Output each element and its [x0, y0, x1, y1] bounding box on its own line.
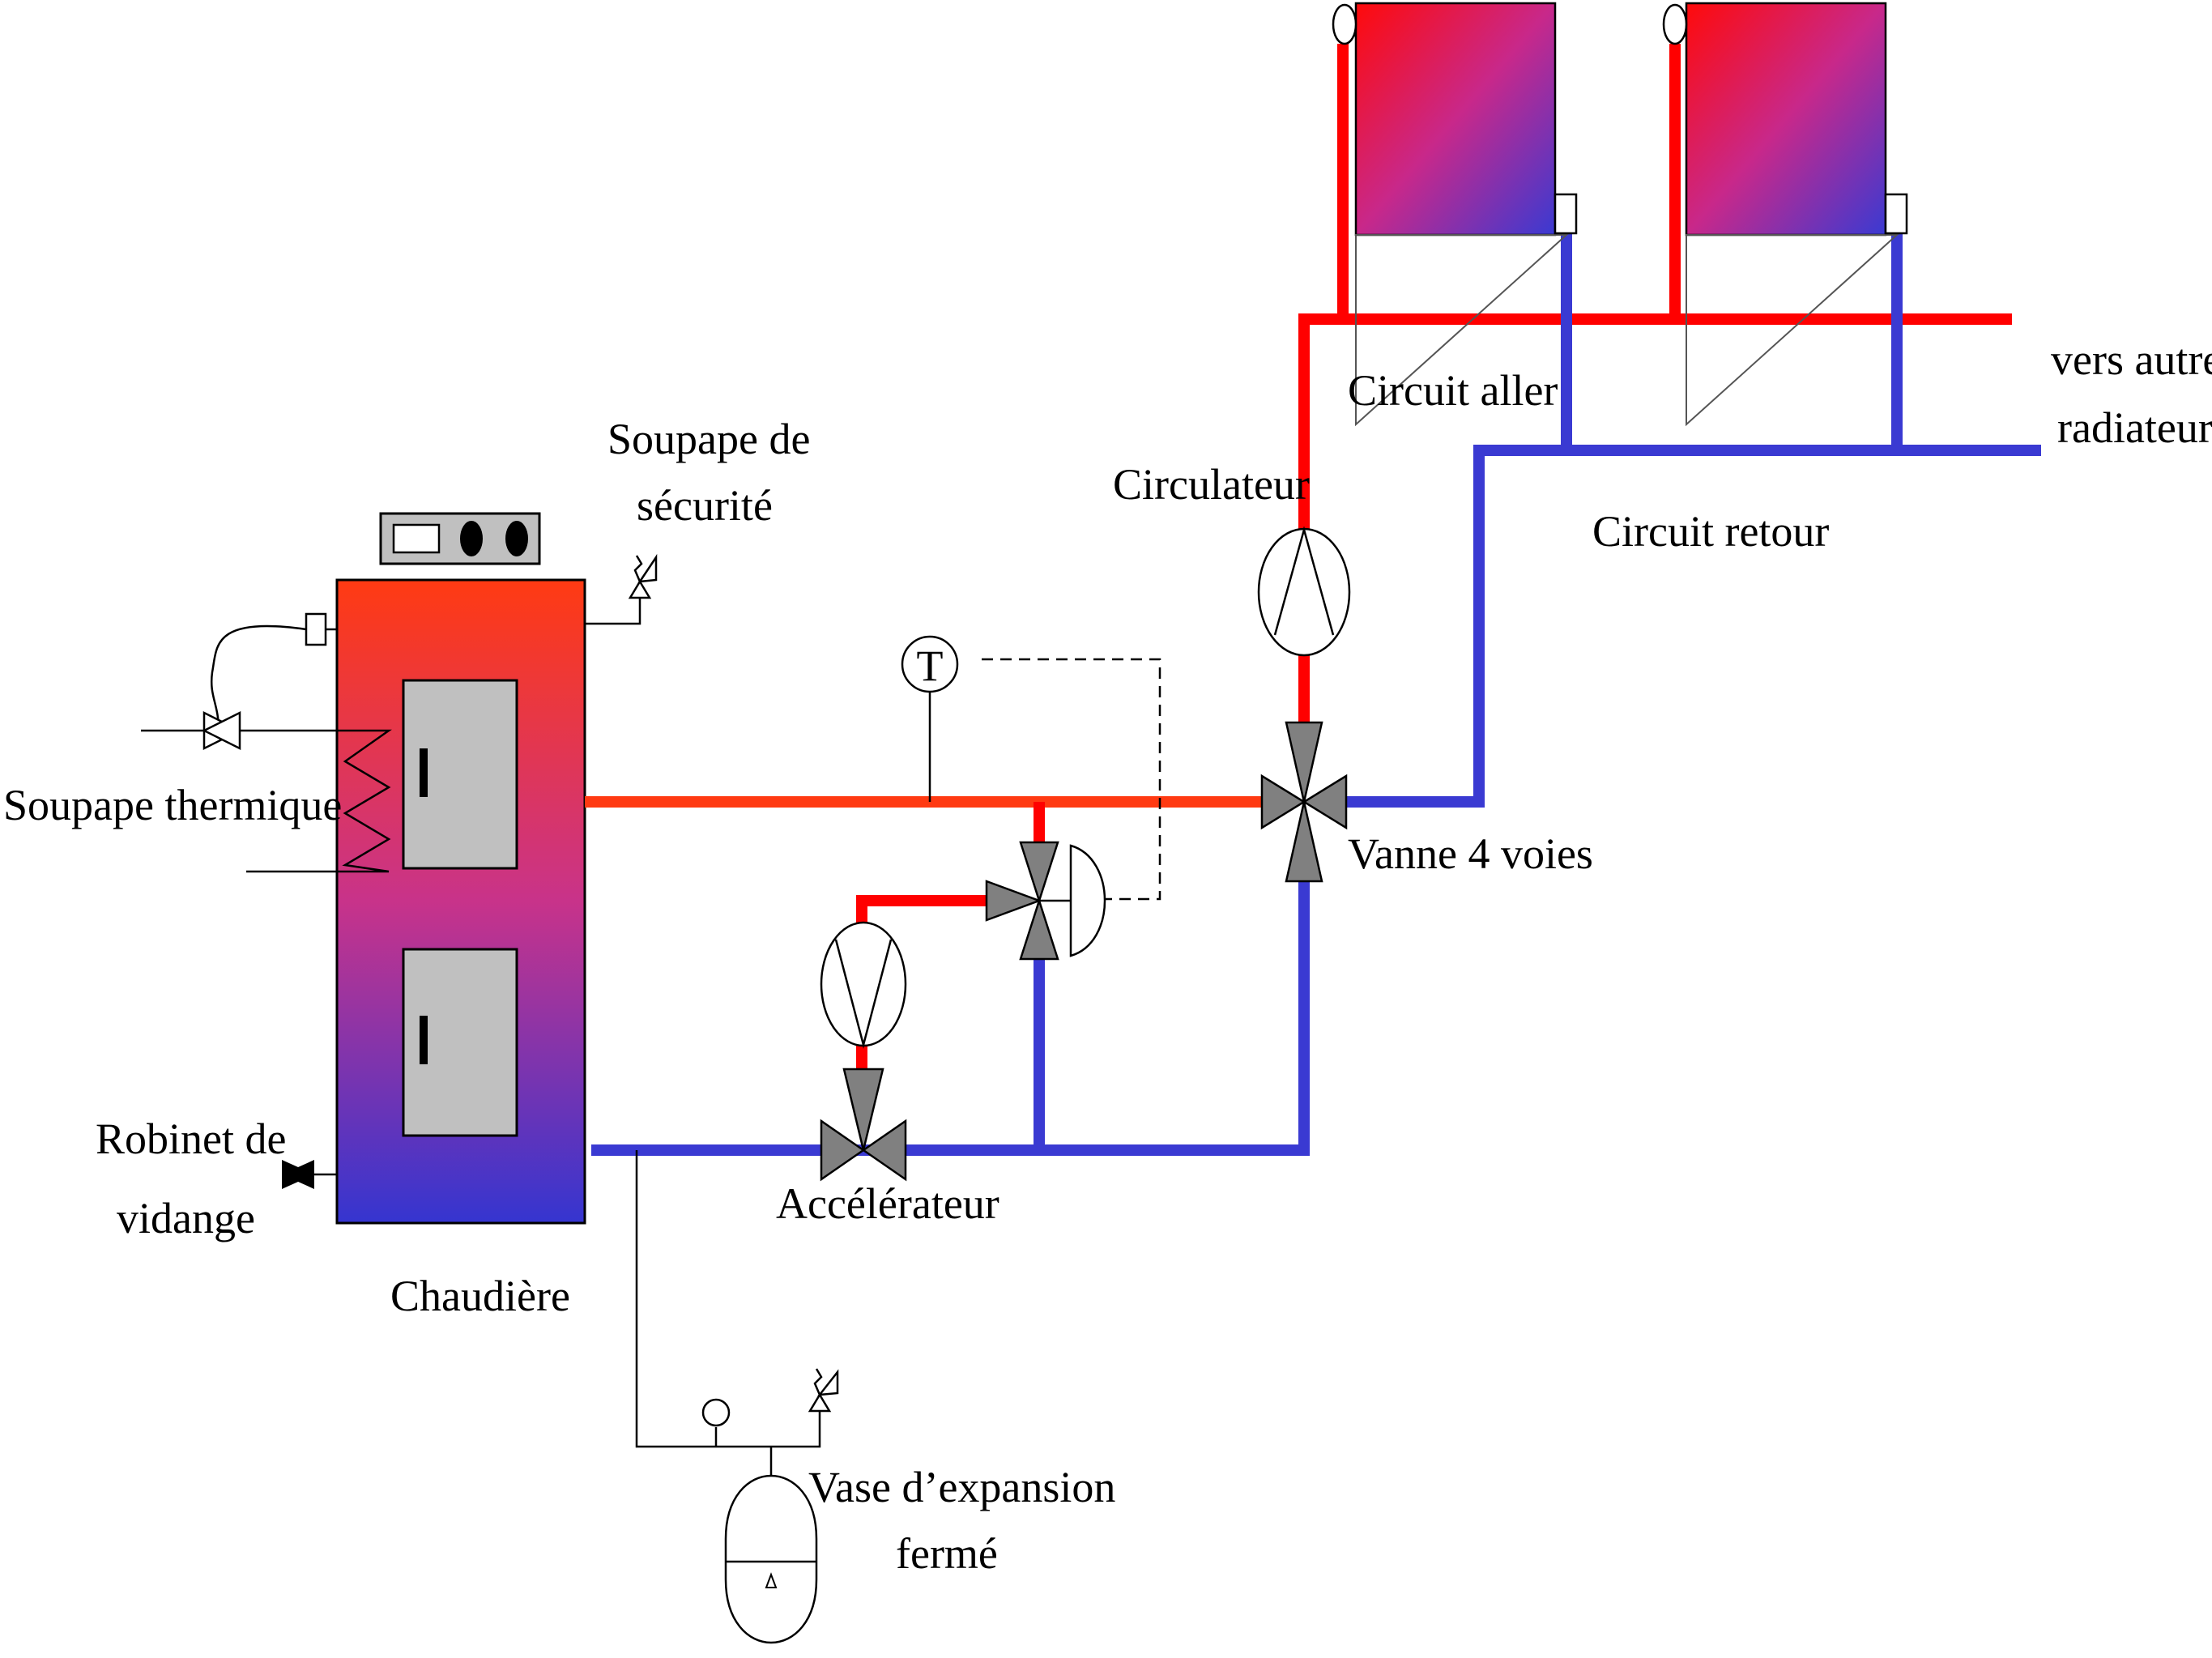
other-radiators-label-line2: radiateurs — [2057, 403, 2212, 452]
expansion-vessel-label-line1: Vase d’expansion — [808, 1463, 1115, 1511]
return-circuit-pipe — [1340, 445, 2041, 808]
radiator-valve-icon — [1332, 3, 1357, 45]
boiler-upper-door — [402, 679, 518, 870]
thermal-valve — [141, 624, 307, 751]
accelerator-pump — [820, 921, 907, 1049]
drain-tap-label-line1: Robinet de — [96, 1115, 286, 1163]
expansion-vessel-label-line2: fermé — [896, 1529, 998, 1578]
safety-valve-label-line2: sécurité — [637, 481, 773, 530]
boiler-label: Chaudière — [390, 1272, 570, 1320]
radiator-1 — [1332, 2, 1578, 427]
safety-valve-label-line1: Soupape de — [607, 415, 810, 463]
return-pipe-boiler — [591, 881, 1310, 1156]
drain-tap-label-line2: vidange — [117, 1194, 255, 1242]
supply-circuit-label: Circuit aller — [1348, 366, 1558, 415]
radiator-valve-icon — [1662, 3, 1688, 45]
accelerator-label: Accélérateur — [776, 1179, 999, 1228]
four-way-valve — [1260, 721, 1348, 883]
accelerator-valve — [820, 1068, 907, 1182]
return-circuit-label: Circuit retour — [1592, 507, 1829, 556]
pressure-gauge-icon — [701, 1398, 731, 1427]
boiler — [246, 512, 586, 1225]
other-radiators-label-line1: vers autres — [2051, 335, 2212, 384]
boiler-lower-door — [402, 948, 518, 1137]
circulator-pump — [1257, 526, 1351, 657]
circulator-label: Circulateur — [1113, 460, 1310, 509]
boiler-coil — [246, 729, 392, 873]
radiator-bleeder-icon — [1884, 193, 1908, 235]
supply-circuit-pipe — [1298, 313, 2012, 530]
radiator-bleeder-icon — [1554, 193, 1578, 235]
thermal-valve-label: Soupape thermique — [3, 781, 342, 829]
drain-tap-icon — [282, 1160, 337, 1189]
safety-valve-boiler — [585, 553, 658, 625]
thermostat-label: T — [917, 641, 944, 690]
expansion-vessel — [635, 1150, 839, 1644]
four-way-valve-label: Vanne 4 voies — [1348, 829, 1593, 878]
mixing-valve — [985, 841, 1106, 961]
radiator-2 — [1662, 2, 1908, 427]
temperature-sensor — [305, 612, 327, 646]
boiler-control-panel — [379, 512, 541, 565]
thermostat: T — [901, 635, 1161, 901]
